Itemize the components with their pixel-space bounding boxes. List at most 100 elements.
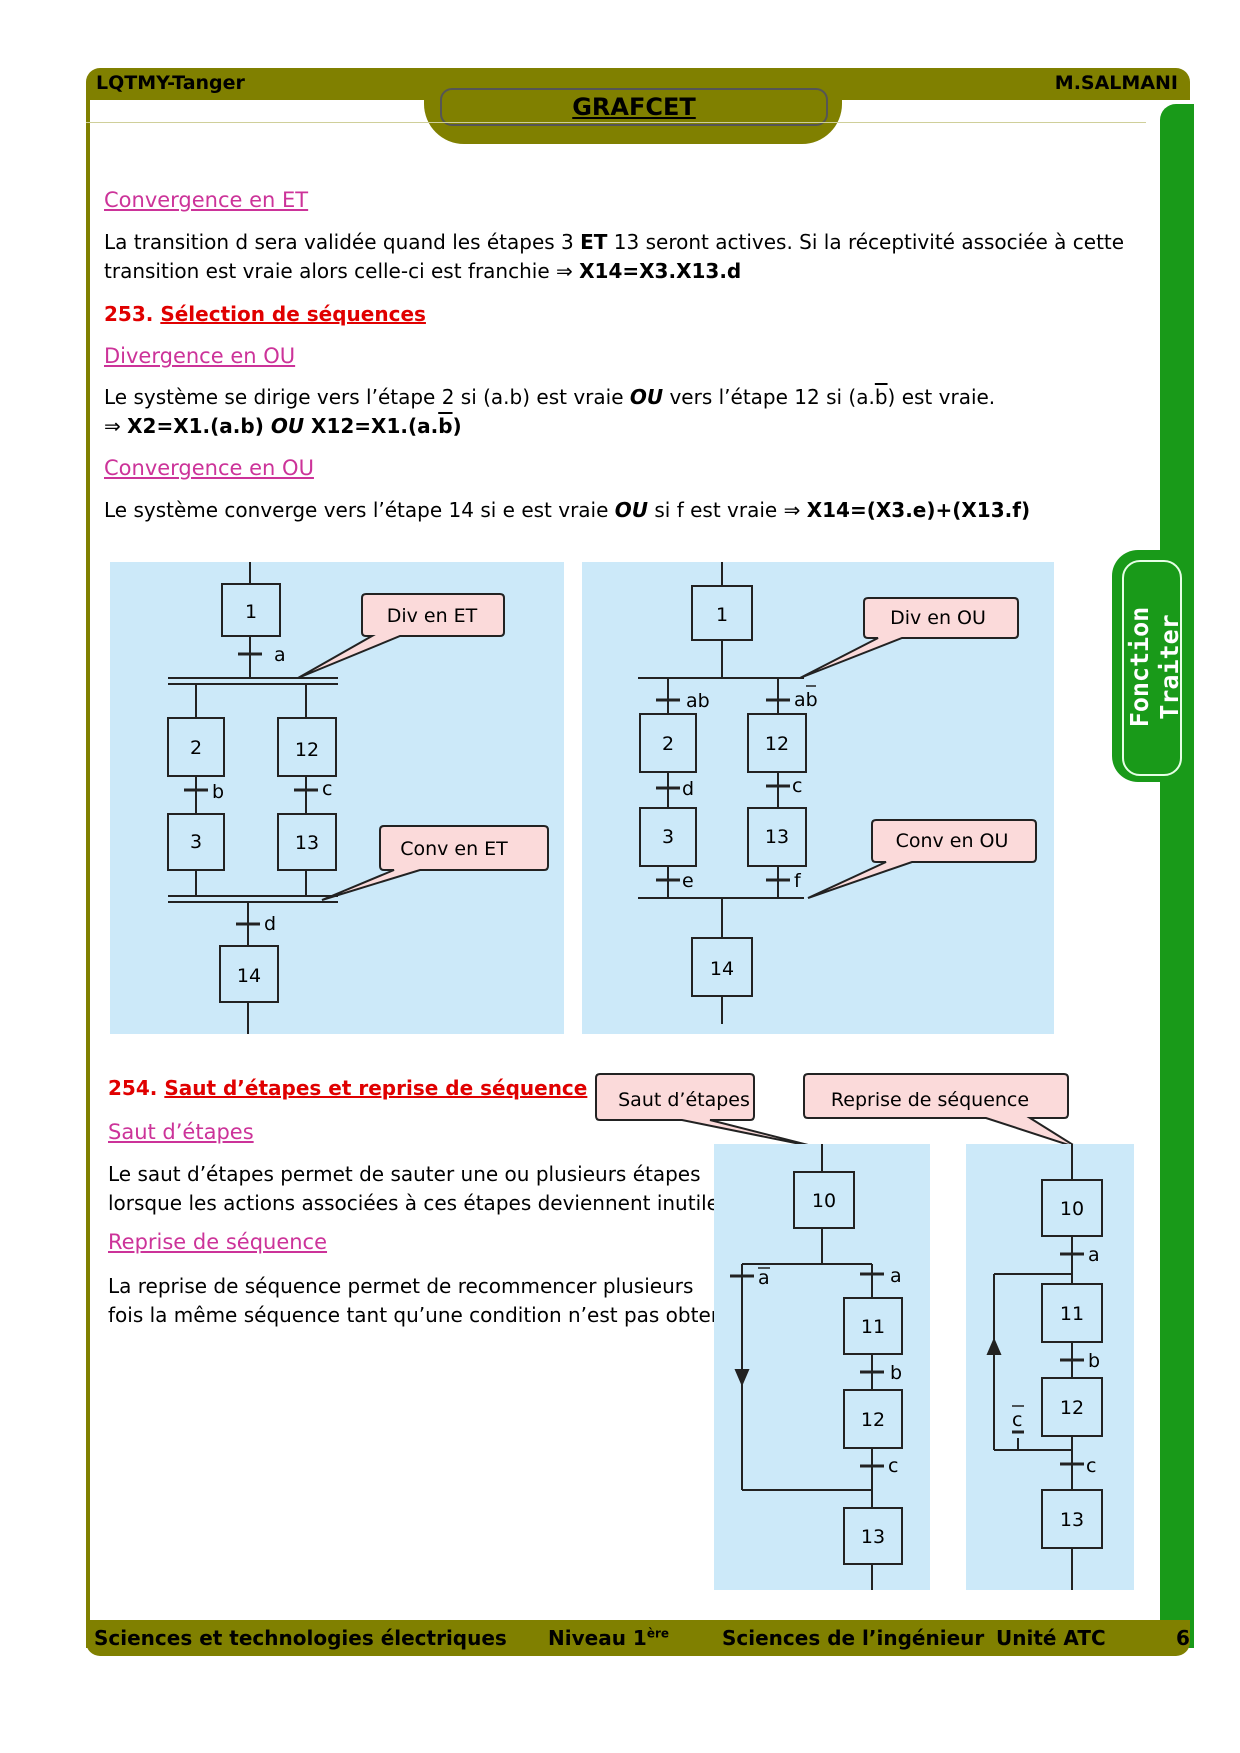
text-bold: OU: [270, 414, 305, 438]
text: vers l’étape 12 si (a.: [663, 385, 875, 409]
text: Le saut d’étapes permet de sauter une ou…: [108, 1162, 701, 1186]
text: La transition d sera validée quand les é…: [104, 230, 581, 254]
transition-label: d: [264, 913, 276, 935]
diagram-reprise: 10 a 11 b 12 c c 13: [966, 1144, 1134, 1590]
step-label: 12: [1060, 1397, 1084, 1419]
section-title: Sélection de séquences: [160, 302, 426, 326]
step-label: 2: [662, 733, 674, 755]
niveau-sup: ère: [646, 1626, 670, 1641]
step-label: 14: [237, 965, 261, 987]
step-11: [1041, 1283, 1103, 1343]
header-school: LQTMY-Tanger: [96, 72, 245, 94]
paragraph-saut: Le saut d’étapes permet de sauter une ou…: [108, 1160, 736, 1218]
transition-label: c: [1012, 1409, 1022, 1431]
step-label: 13: [765, 826, 789, 848]
text: si f est vraie ⇒: [648, 498, 807, 522]
section-number: 254.: [108, 1076, 158, 1100]
step-3: [639, 807, 697, 867]
paragraph-convergence-ou: Le système converge vers l’étape 14 si e…: [104, 496, 1030, 525]
callout-label: Div en OU: [890, 607, 986, 629]
transition-label: d: [682, 778, 694, 800]
heading-convergence-ou: Convergence en OU: [104, 456, 314, 480]
heading-convergence-et: Convergence en ET: [104, 188, 309, 212]
text-bold: OU: [614, 498, 649, 522]
footer-unit: Unité ATC: [996, 1626, 1106, 1650]
step-label: 3: [190, 831, 202, 853]
equation: ): [452, 414, 462, 438]
heading-divergence-ou: Divergence en OU: [104, 344, 296, 368]
callout-div-et: [297, 593, 505, 679]
equation: X14=X3.X13.d: [579, 259, 742, 283]
diagram-saut: 10 a a 11 b 12 c 13: [714, 1144, 930, 1590]
step-label: 10: [1060, 1198, 1084, 1220]
callout-label: Conv en OU: [896, 830, 1009, 852]
title-box: GRAFCET: [440, 88, 828, 126]
step-label: 13: [1060, 1509, 1084, 1531]
text: fois la même séquence tant qu’une condit…: [108, 1303, 755, 1327]
niveau-text: Niveau 1: [548, 1626, 647, 1650]
callout-label: Conv en ET: [400, 838, 508, 860]
transition-label: b: [890, 1362, 902, 1384]
grafcet-reprise: 10 a 11 b 12 c c 13: [986, 1144, 1103, 1590]
section-number: 253.: [104, 302, 154, 326]
paragraph-divergence-ou: Le système se dirige vers l’étape 2 si (…: [104, 383, 995, 441]
step-label: 11: [861, 1316, 885, 1338]
text-bold: ET: [580, 230, 608, 254]
step-11: [843, 1297, 903, 1355]
step-13: [747, 807, 807, 867]
paragraph-reprise: La reprise de séquence permet de recomme…: [108, 1272, 755, 1330]
transition-label: a: [758, 1267, 770, 1289]
arrow-down: [734, 1369, 750, 1387]
step-label: 12: [861, 1409, 885, 1431]
side-bar: [1160, 104, 1194, 1648]
paragraph-convergence-et: La transition d sera validée quand les é…: [104, 228, 1124, 286]
transition-label: ab: [686, 690, 710, 712]
equation: X2=X1.(a.b): [127, 414, 271, 438]
transition-label: c: [792, 775, 802, 797]
callout-label: Reprise de séquence: [831, 1089, 1029, 1111]
step-14: [691, 937, 753, 997]
footer-niveau: Niveau 1ère: [548, 1626, 669, 1650]
footer-filiere: Sciences et technologies électriques: [94, 1626, 507, 1650]
step-label: 1: [716, 604, 728, 626]
text-bold: OU: [629, 385, 664, 409]
transition-label: e: [682, 870, 694, 892]
bottom-callouts: Saut d’étapes Reprise de séquence: [595, 1073, 1079, 1149]
side-tab-label: Fonction Traiter: [1125, 606, 1184, 728]
equation: X14=(X3.e)+(X13.f): [806, 498, 1031, 522]
text: Le système converge vers l’étape 14 si e…: [104, 498, 615, 522]
text-negated: b: [874, 385, 888, 409]
step-label: 12: [765, 733, 789, 755]
equation: X12=X1.(a.: [304, 414, 439, 438]
transition-label: b: [1088, 1350, 1100, 1372]
transition-label: c: [888, 1455, 898, 1477]
transition-label: a: [890, 1265, 902, 1287]
transition-label: a: [274, 644, 286, 666]
page-title: GRAFCET: [572, 93, 696, 121]
text: ⇒: [104, 414, 128, 438]
heading-253: 253. Sélection de séquences: [104, 302, 426, 326]
callout-conv-ou: [807, 819, 1037, 899]
heading-254: 254. Saut d’étapes et reprise de séquenc…: [108, 1076, 587, 1100]
text: 13 seront actives. Si la réceptivité ass…: [607, 230, 1125, 254]
footer-discipline: Sciences de l’ingénieur: [722, 1626, 985, 1650]
footer-bar: Sciences et technologies électriques Niv…: [86, 1620, 1190, 1656]
section-title: Saut d’étapes et reprise de séquence: [164, 1076, 588, 1100]
step-13: [277, 813, 337, 871]
step-3: [167, 813, 225, 871]
step-2: [167, 717, 225, 777]
text: transition est vraie alors celle-ci est …: [104, 259, 580, 283]
transition-label: c: [1086, 1455, 1096, 1477]
step-1: [221, 583, 281, 637]
side-tab-frame: [1122, 560, 1182, 776]
header-rule: [86, 122, 1146, 123]
header-author: M.SALMANI: [1054, 72, 1178, 94]
step-10: [793, 1171, 855, 1229]
step-label: 11: [1060, 1303, 1084, 1325]
step-label: 10: [812, 1190, 836, 1212]
grafcet-ou: 1 ab ab 2 12 d c 3 13 e f 14 Div en OU C…: [638, 562, 1037, 1024]
step-label: 2: [190, 737, 202, 759]
step-label: 14: [710, 958, 734, 980]
diagram-et: 1 a 2 12 b c 3 13 d 14 Div en ET Conv en…: [110, 562, 564, 1034]
step-label: 1: [245, 601, 257, 623]
